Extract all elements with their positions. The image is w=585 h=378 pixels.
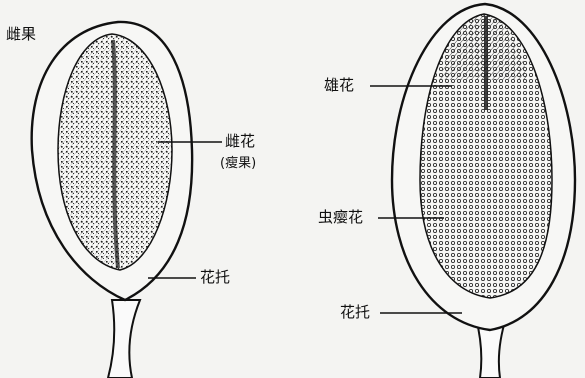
label-achene: (瘦果): [220, 157, 256, 170]
label-female-flower: 雌花: [225, 134, 255, 149]
gall-fig: [370, 4, 575, 378]
label-gall-flower: 虫瘿花: [318, 210, 363, 225]
background-text-lines: [215, 0, 325, 378]
label-female-fruit: 雌果: [6, 27, 36, 42]
label-receptacle-left: 花托: [200, 270, 230, 285]
label-receptacle-right: 花托: [340, 305, 370, 320]
female-fig: [32, 22, 222, 378]
label-male-flower: 雄花: [324, 78, 354, 93]
